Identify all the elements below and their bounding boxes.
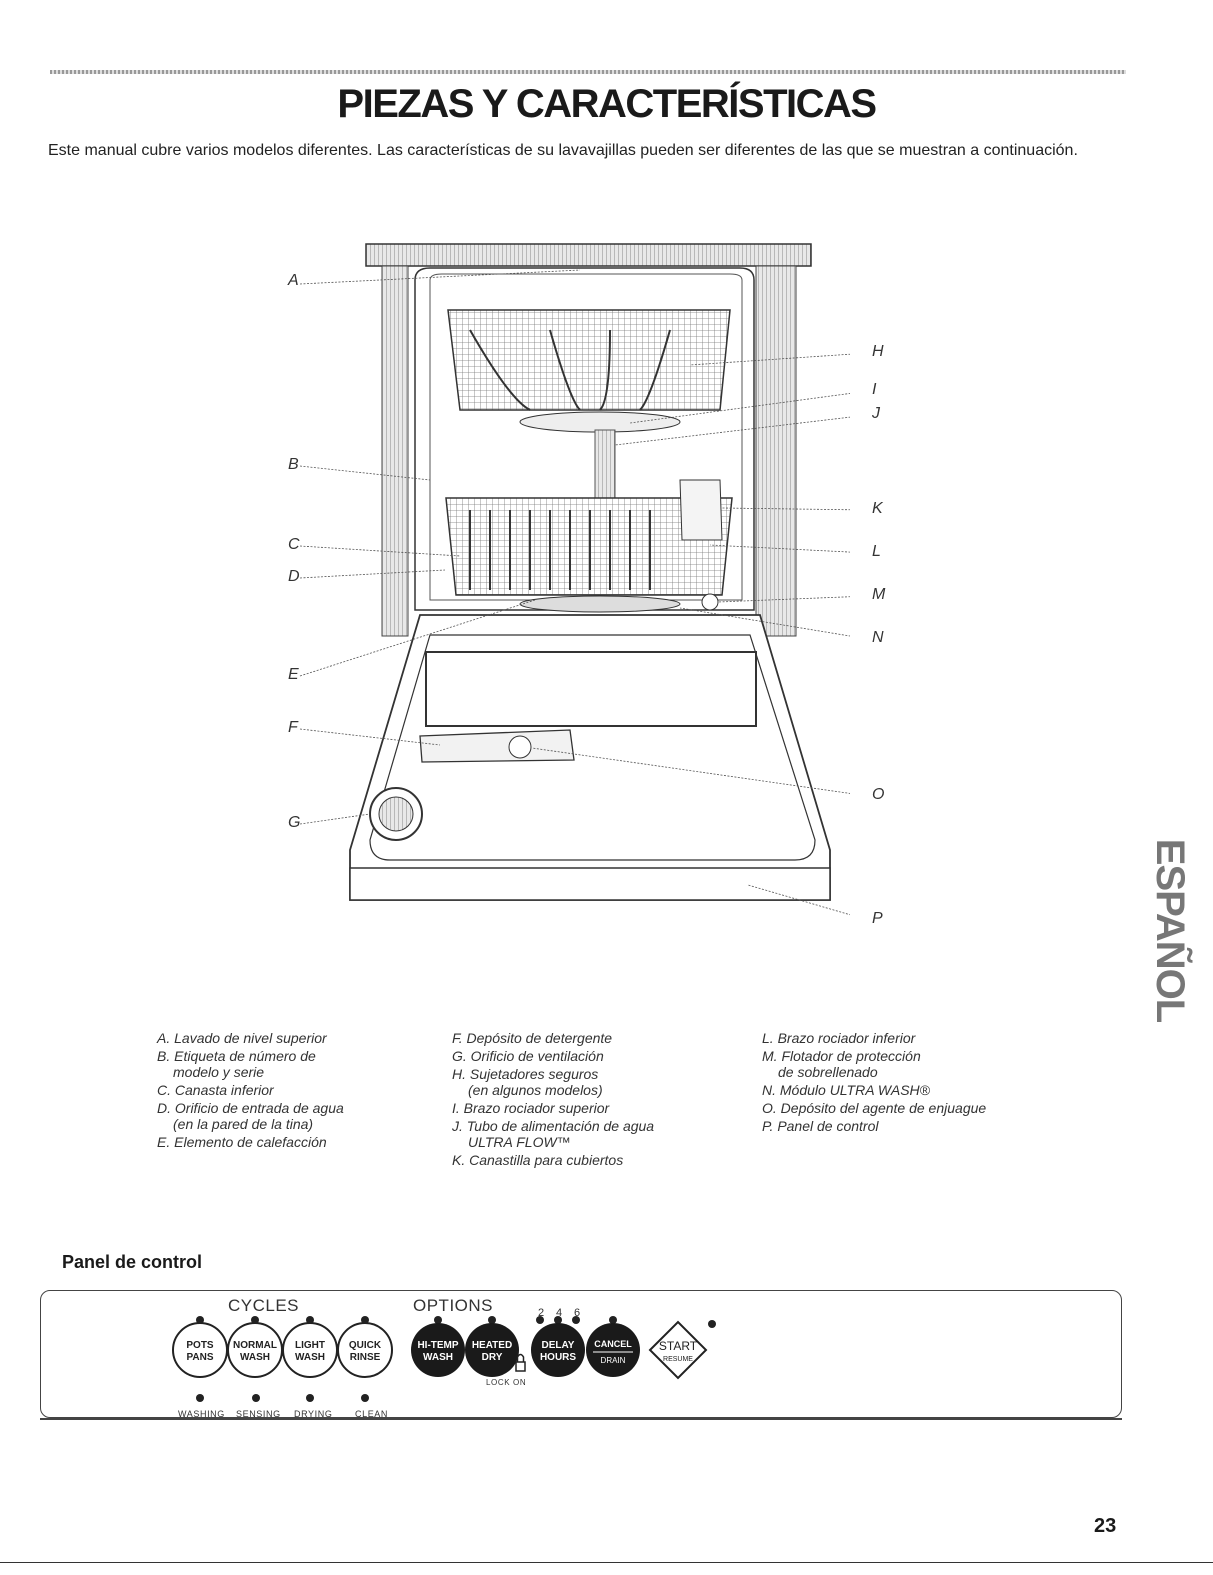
legend-item: H. Sujetadores seguros(en algunos modelo…: [452, 1066, 603, 1098]
legend-item: F. Depósito de detergente: [452, 1030, 613, 1046]
legend-item: P. Panel de control: [762, 1118, 879, 1134]
rinse-aid-dispenser: [508, 735, 532, 759]
normal-wash-button[interactable]: NORMAL WASH: [227, 1316, 283, 1378]
delay-hours-button[interactable]: DELAY HOURS: [531, 1316, 585, 1377]
status-washing: WASHING: [178, 1409, 225, 1419]
svg-text:PANS: PANS: [186, 1352, 213, 1363]
svg-text:DRAIN: DRAIN: [601, 1356, 626, 1365]
delay-number-4: 4: [556, 1307, 563, 1319]
callout-p: P: [872, 910, 883, 927]
options-label: OPTIONS: [413, 1296, 494, 1315]
legend-column-3: L. Brazo rociador inferior M. Flotador d…: [762, 1030, 1052, 1136]
upper-spray-arm: [519, 411, 681, 433]
dishwasher-diagram: [299, 243, 850, 916]
status-sensing: SENSING: [236, 1409, 281, 1419]
panel-bottom-edge: [40, 1418, 1122, 1420]
svg-text:RESUME: RESUME: [663, 1356, 693, 1363]
svg-text:LIGHT: LIGHT: [295, 1340, 325, 1351]
left-cabinet-wall: [381, 265, 409, 637]
callout-j: J: [872, 405, 880, 422]
lock-on-label: LOCK ON: [486, 1378, 527, 1387]
door-console: [349, 867, 831, 901]
countertop: [365, 243, 812, 267]
page-title: PIEZAS Y CARACTERÍSTICAS: [337, 82, 877, 126]
intro-text: Este manual cubre varios modelos diferen…: [48, 142, 1078, 159]
page-number: 23: [1094, 1515, 1117, 1537]
legend-column-2: F. Depósito de detergente G. Orificio de…: [452, 1030, 742, 1170]
svg-text:DELAY: DELAY: [542, 1340, 575, 1351]
hi-temp-wash-button[interactable]: HI-TEMP WASH: [411, 1316, 465, 1377]
delay-number-2: 2: [538, 1307, 545, 1319]
light-wash-button[interactable]: LIGHT WASH: [282, 1316, 338, 1378]
callout-n: N: [872, 629, 884, 646]
heated-dry-button[interactable]: HEATED DRY: [465, 1316, 519, 1377]
status-lights: [196, 1394, 369, 1402]
callout-k: K: [872, 500, 883, 517]
callout-f: F: [288, 719, 298, 736]
legend-item: L. Brazo rociador inferior: [762, 1030, 916, 1046]
legend-column-1: A. Lavado de nivel superior B. Etiqueta …: [157, 1030, 427, 1152]
language-side-tab: ESPAÑOL: [1148, 838, 1193, 1022]
status-clean: CLEAN: [355, 1409, 389, 1419]
svg-text:POTS: POTS: [186, 1340, 214, 1351]
pots-pans-button[interactable]: POTS PANS: [172, 1316, 228, 1378]
legend-item: O. Depósito del agente de enjuague: [762, 1100, 987, 1116]
callout-g: G: [288, 814, 301, 831]
legend-item: G. Orificio de ventilación: [452, 1048, 604, 1064]
svg-text:WASH: WASH: [295, 1352, 325, 1363]
svg-text:RINSE: RINSE: [350, 1352, 381, 1363]
top-rule: [50, 70, 1126, 74]
callout-m: M: [872, 586, 886, 603]
legend-item: N. Módulo ULTRA WASH®: [762, 1082, 930, 1098]
legend-item: I. Brazo rociador superior: [452, 1100, 610, 1116]
status-drying: DRYING: [294, 1409, 333, 1419]
svg-text:HI-TEMP: HI-TEMP: [417, 1340, 458, 1351]
door-window: [425, 651, 757, 727]
callout-a: A: [288, 272, 299, 289]
svg-text:START: START: [659, 1339, 698, 1353]
callout-o: O: [872, 786, 885, 803]
svg-text:QUICK: QUICK: [349, 1340, 382, 1351]
lock-icon: [515, 1353, 526, 1372]
control-panel-heading: Panel de control: [62, 1252, 203, 1272]
svg-text:HOURS: HOURS: [540, 1352, 576, 1363]
svg-text:DRY: DRY: [482, 1352, 503, 1363]
callout-h: H: [872, 343, 884, 360]
upper-rack: [447, 309, 731, 411]
legend-item: D. Orificio de entrada de agua(en la par…: [157, 1100, 344, 1132]
quick-rinse-button[interactable]: QUICK RINSE: [337, 1316, 393, 1378]
callout-i: I: [872, 381, 877, 398]
callout-d: D: [288, 568, 300, 585]
callout-l: L: [872, 543, 881, 560]
callout-e: E: [288, 666, 299, 683]
legend-item: A. Lavado de nivel superior: [157, 1030, 327, 1046]
legend-item: E. Elemento de calefacción: [157, 1134, 327, 1150]
svg-text:WASH: WASH: [240, 1352, 270, 1363]
svg-text:CANCEL: CANCEL: [594, 1339, 632, 1349]
legend-item: K. Canastilla para cubiertos: [452, 1152, 624, 1168]
legend-item: C. Canasta inferior: [157, 1082, 274, 1098]
control-panel: [40, 1290, 1122, 1418]
silverware-basket: [679, 479, 723, 541]
cycles-label: CYCLES: [228, 1296, 300, 1315]
callout-b: B: [288, 456, 299, 473]
callout-c: C: [288, 536, 300, 553]
right-cabinet-wall: [755, 265, 797, 637]
detergent-dispenser: [419, 729, 575, 763]
control-panel-buttons: POTS PANS NORMAL WASH LIGHT WASH QUICK R…: [172, 1316, 716, 1402]
svg-text:WASH: WASH: [423, 1352, 453, 1363]
svg-text:HEATED: HEATED: [472, 1340, 512, 1351]
svg-text:NORMAL: NORMAL: [233, 1340, 277, 1351]
overfill-float: [701, 593, 719, 611]
bottom-rule: [0, 1562, 1213, 1563]
start-resume-button[interactable]: START RESUME: [648, 1320, 716, 1380]
lower-spray-arm: [519, 595, 681, 613]
delay-number-6: 6: [574, 1307, 581, 1319]
cancel-drain-button[interactable]: CANCEL DRAIN: [586, 1316, 640, 1377]
